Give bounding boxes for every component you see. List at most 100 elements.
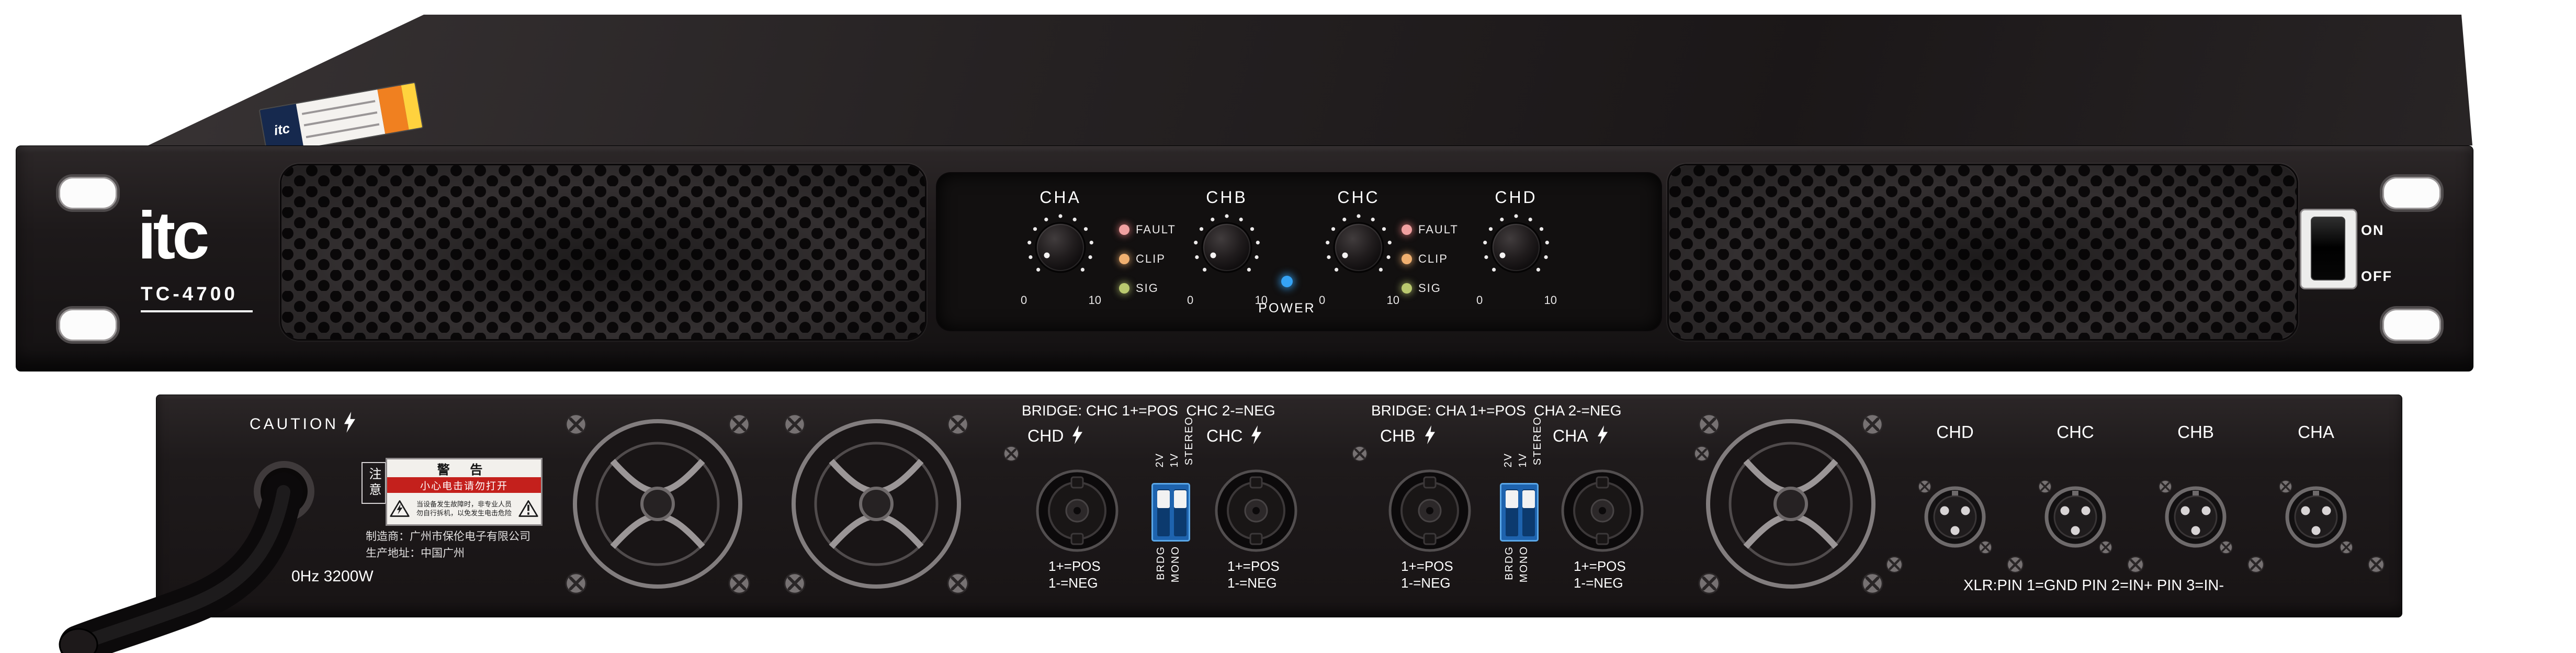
rack-ear-hole xyxy=(56,306,120,344)
dip-toggle[interactable] xyxy=(1506,490,1518,508)
led-label: SIG xyxy=(1418,282,1441,295)
xlr-connector xyxy=(2036,478,2115,556)
mode-dip-switch[interactable] xyxy=(1151,483,1190,542)
screw-icon xyxy=(1697,412,1721,436)
grille-shading xyxy=(1669,165,2297,339)
ventilation-grille-right xyxy=(1667,164,2298,341)
knob-min-label: 0 xyxy=(1187,294,1194,307)
dip-stereo-label: STEREO xyxy=(1532,416,1543,466)
led-label: CLIP xyxy=(1418,252,1448,265)
warning-note-line2: 勿自行拆机，以免发生电击危险 xyxy=(416,509,512,517)
led-row: CLIP xyxy=(1402,244,1485,274)
led-row: SIG xyxy=(1402,274,1485,303)
screw-icon xyxy=(2246,555,2265,574)
xlr-channel-label: CHB xyxy=(2177,422,2214,442)
screw-icon xyxy=(727,412,751,436)
warning-alert-line: 小心电击请勿打开 xyxy=(387,477,541,493)
fan-grille-icon xyxy=(787,415,965,593)
led-row: FAULT xyxy=(1119,215,1203,244)
switch-on-label: ON xyxy=(2361,222,2385,238)
front-panel: itc TC-4700 CHA 0 10 FAULT xyxy=(16,145,2473,371)
fault-led-icon xyxy=(1402,224,1412,235)
lightning-icon xyxy=(1251,425,1261,444)
screw-icon xyxy=(946,571,970,595)
lightning-icon xyxy=(1598,425,1608,444)
signal-led-icon xyxy=(1402,283,1412,294)
ventilation-grille-left xyxy=(280,164,927,341)
screw-icon xyxy=(1002,445,1020,463)
dip-1v-label: 1V xyxy=(1169,453,1180,468)
rear-panel: CAUTION 注意 警 告 小心电击请勿打开 当设备发生故障时，非专业人员 勿… xyxy=(156,395,2402,617)
dip-1v-label: 1V xyxy=(1517,453,1529,468)
fault-led-icon xyxy=(1119,224,1129,235)
knob-max-label: 10 xyxy=(1088,294,1101,307)
gain-knob-chb[interactable] xyxy=(1190,211,1263,284)
bridge-label: BRIDGE: CHA 1+=POS CHA 2-=NEG xyxy=(1371,402,1622,419)
speakon-connector xyxy=(1212,466,1301,555)
warning-sticker: 警 告 小心电击请勿打开 当设备发生故障时，非专业人员 勿自行拆机，以免发生电击… xyxy=(386,458,543,526)
xlr-channel-label: CHA xyxy=(2298,422,2334,442)
dip-mono-label: MONO xyxy=(1518,546,1530,583)
dip-mono-label: MONO xyxy=(1170,546,1181,583)
dip-brdg-label: BRDG xyxy=(1155,546,1167,580)
rack-ear-hole xyxy=(2380,174,2444,212)
speakon-pos-label: 1+=POS xyxy=(1227,558,1280,574)
sticker-text-lines xyxy=(296,89,386,145)
speakon-channel-label: CHA xyxy=(1553,426,1588,445)
model-underline xyxy=(141,310,253,312)
xlr-pin-info: XLR:PIN 1=GND PIN 2=IN+ PIN 3=IN- xyxy=(1963,577,2224,594)
caution-label: CAUTION xyxy=(250,415,338,433)
warning-note: 当设备发生故障时，非专业人员 勿自行拆机，以免发生电击危险 xyxy=(412,500,516,517)
gain-knob-cha[interactable] xyxy=(1024,211,1097,284)
power-rating-text: 0Hz 3200W xyxy=(291,568,374,585)
power-label: POWER xyxy=(1258,301,1316,316)
screw-icon xyxy=(783,571,807,595)
channel-label: CHD xyxy=(1495,188,1538,207)
warning-body: 当设备发生故障时，非专业人员 勿自行拆机，以免发生电击危险 xyxy=(387,493,541,524)
xlr-connector xyxy=(1916,478,1994,556)
screw-icon xyxy=(2006,555,2025,574)
channel-label: CHC xyxy=(1337,188,1380,207)
knob-max-label: 10 xyxy=(1544,294,1557,307)
honeycomb-pattern xyxy=(1669,165,2297,339)
knob-max-label: 10 xyxy=(1386,294,1399,307)
power-rocker-switch[interactable] xyxy=(2311,217,2345,280)
dip-toggle[interactable] xyxy=(1157,490,1170,508)
channel-label: CHB xyxy=(1206,188,1248,207)
speakon-channel-label: CHD xyxy=(1027,426,1064,445)
led-row: SIG xyxy=(1119,274,1203,303)
channel-label: CHA xyxy=(1040,188,1081,207)
manufacturer-line: 生产地址：中国广州 xyxy=(366,547,465,559)
switch-off-label: OFF xyxy=(2361,268,2392,284)
dip-stereo-label: STEREO xyxy=(1183,416,1195,466)
speakon-connector xyxy=(1558,466,1647,555)
screw-icon xyxy=(2367,555,2386,574)
channel-a-control: CHA 0 10 xyxy=(1019,173,1102,330)
speakon-neg-label: 1-=NEG xyxy=(1227,575,1277,591)
led-label: CLIP xyxy=(1136,252,1166,265)
screw-icon xyxy=(727,571,751,595)
dip-toggle[interactable] xyxy=(1174,490,1187,508)
warning-exclamation-triangle-icon xyxy=(518,500,538,517)
mode-dip-switch[interactable] xyxy=(1500,483,1539,542)
screw-icon xyxy=(1697,571,1721,595)
gain-knob-chc[interactable] xyxy=(1322,211,1395,284)
power-led-icon xyxy=(1281,276,1293,287)
knob-max-label: 10 xyxy=(1255,294,1268,307)
speakon-neg-label: 1-=NEG xyxy=(1401,575,1451,591)
chassis-top-face: itc xyxy=(148,15,2472,145)
screw-icon xyxy=(946,412,970,436)
dip-toggle[interactable] xyxy=(1522,490,1535,508)
fan-grille-icon xyxy=(1702,415,1880,593)
speakon-connector xyxy=(1385,466,1474,555)
indicator-leds-ab: FAULT CLIP SIG xyxy=(1119,215,1203,303)
channel-c-control: CHC 0 10 xyxy=(1317,173,1400,330)
gain-knob-chd[interactable] xyxy=(1479,211,1553,284)
attention-side-label: 注意 xyxy=(361,462,386,504)
manufacturer-line: 制造商：广州市保伦电子有限公司 xyxy=(366,531,530,543)
screw-icon xyxy=(1860,571,1884,595)
led-label: FAULT xyxy=(1136,223,1176,236)
warning-title: 警 告 xyxy=(437,463,491,477)
energy-label-sticker: itc xyxy=(258,82,424,145)
